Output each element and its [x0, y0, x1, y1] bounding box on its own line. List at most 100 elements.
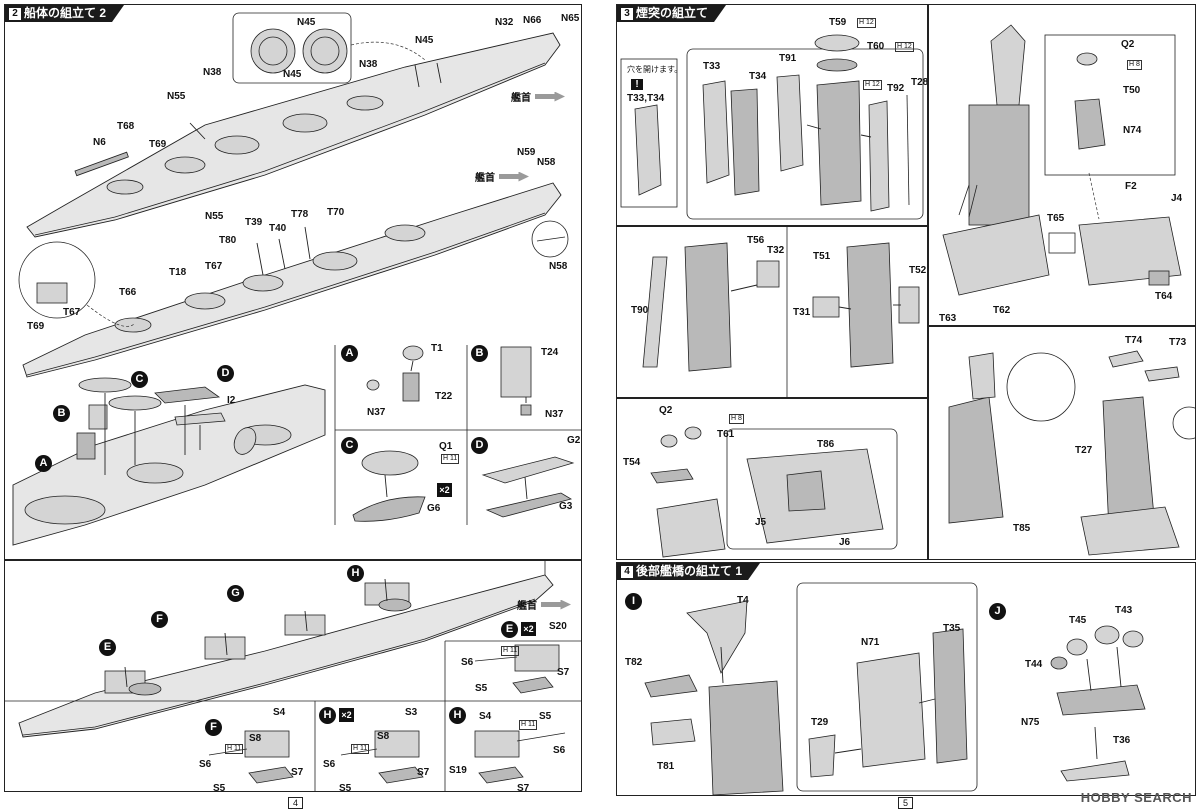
step-marker-e: E [501, 621, 518, 638]
section-title: 煙突の組立て [636, 6, 709, 20]
part-label: S4 [273, 707, 286, 718]
part-label: Q1 [439, 441, 453, 452]
part-label: T66 [119, 287, 137, 298]
multiply-two-tag: ×2 [521, 622, 536, 636]
turret-assembly-drawing [5, 561, 581, 791]
part-label: T67 [63, 307, 81, 318]
hint-label: H 11 [517, 719, 538, 730]
step-marker-i: I [625, 593, 642, 610]
multiply-two-tag: ×2 [339, 708, 354, 722]
runner-h11: H 11 [501, 646, 520, 656]
step-marker-a: A [35, 455, 52, 472]
drill-icon: ! [631, 79, 643, 90]
part-label: N38 [359, 59, 378, 70]
bow-label: 艦首 [511, 93, 531, 104]
multiply-two-tag: ×2 [437, 483, 452, 497]
step-marker-f: F [151, 611, 168, 628]
part-label: T43 [1115, 605, 1133, 616]
step-marker-a: A [341, 345, 358, 362]
part-label: T52 [909, 265, 927, 276]
watermark-logo: HOBBY SEARCH [1080, 790, 1192, 805]
step-marker-b: B [53, 405, 70, 422]
section-number: 3 [621, 8, 633, 20]
aft-bridge-drawing [644, 582, 1146, 795]
part-label: T80 [219, 235, 237, 246]
part-label: S5 [475, 683, 488, 694]
part-label: S6 [199, 759, 212, 770]
step-marker-h: H [347, 565, 364, 582]
section-number: 2 [9, 8, 21, 20]
runner-h11: H 11 [519, 720, 538, 730]
part-label: T40 [269, 223, 287, 234]
part-label: N32 [495, 17, 514, 28]
part-label: T81 [657, 761, 675, 772]
part-label: S8 [249, 733, 262, 744]
part-label: T54 [623, 457, 641, 468]
part-label: T33,T34 [627, 93, 665, 104]
step-marker-b: B [471, 345, 488, 362]
hull-assembly-drawing [12, 12, 581, 546]
part-label: T59 [829, 17, 847, 28]
part-label: S7 [291, 767, 304, 778]
part-label: T35 [943, 623, 961, 634]
part-label: T61 [717, 429, 735, 440]
part-label: S19 [449, 765, 467, 776]
hint-label: H 12 [893, 41, 914, 52]
funnel-side-frame: T56 T32 T90 T51 T31 T52 [616, 226, 928, 398]
part-label: I2 [227, 395, 236, 406]
part-label: T86 [817, 439, 835, 450]
part-label: T18 [169, 267, 187, 278]
part-label: T1 [431, 343, 443, 354]
part-label: J6 [839, 537, 851, 548]
part-label: T65 [1047, 213, 1065, 224]
runner-h12: H 12 [863, 80, 882, 90]
part-label: N71 [861, 637, 880, 648]
step-marker-c: C [341, 437, 358, 454]
step-marker-h: H [449, 707, 466, 724]
part-label: G6 [427, 503, 441, 514]
part-label: T91 [779, 53, 797, 64]
part-label: T33 [703, 61, 721, 72]
part-label: N45 [415, 35, 434, 46]
runner-h8: H 8 [729, 414, 744, 424]
part-label: S3 [405, 707, 418, 718]
funnel-base-frame: Q2 H 8 T50 N74 F2 J4 T65 T64 T63 T62 [928, 4, 1196, 326]
part-label: N55 [205, 211, 224, 222]
part-label: S8 [377, 731, 390, 742]
page-number: 5 [898, 797, 914, 809]
bow-label: 艦首 [475, 173, 495, 184]
hint-label: H 12 [861, 79, 882, 90]
part-label: T28 [911, 77, 928, 88]
part-label: T69 [149, 139, 167, 150]
part-label: S6 [461, 657, 474, 668]
part-label: G3 [559, 501, 573, 512]
hint-label: H 11 [223, 743, 244, 754]
part-label: S5 [539, 711, 552, 722]
instruction-note: 穴を開けます。 [627, 65, 683, 74]
part-label: T24 [541, 347, 559, 358]
part-label: N37 [367, 407, 386, 418]
bow-direction: 艦首 [475, 169, 529, 184]
part-label: T64 [1155, 291, 1173, 302]
part-label: N45 [297, 17, 316, 28]
section-number: 4 [621, 566, 633, 578]
part-label: T73 [1169, 337, 1187, 348]
part-label: N6 [93, 137, 106, 148]
part-label: T90 [631, 305, 649, 316]
part-label: T70 [327, 207, 345, 218]
arrow-right-icon [541, 599, 571, 610]
step-marker-f: F [205, 719, 222, 736]
part-label: T74 [1125, 335, 1143, 346]
part-label: S5 [339, 783, 352, 792]
part-label: S7 [417, 767, 430, 778]
bridge-base-frame: Q2 T61 H 8 T54 T86 J5 J6 [616, 398, 928, 560]
part-label: N74 [1123, 125, 1142, 136]
bow-direction: 艦首 [517, 597, 571, 612]
part-label: T56 [747, 235, 765, 246]
